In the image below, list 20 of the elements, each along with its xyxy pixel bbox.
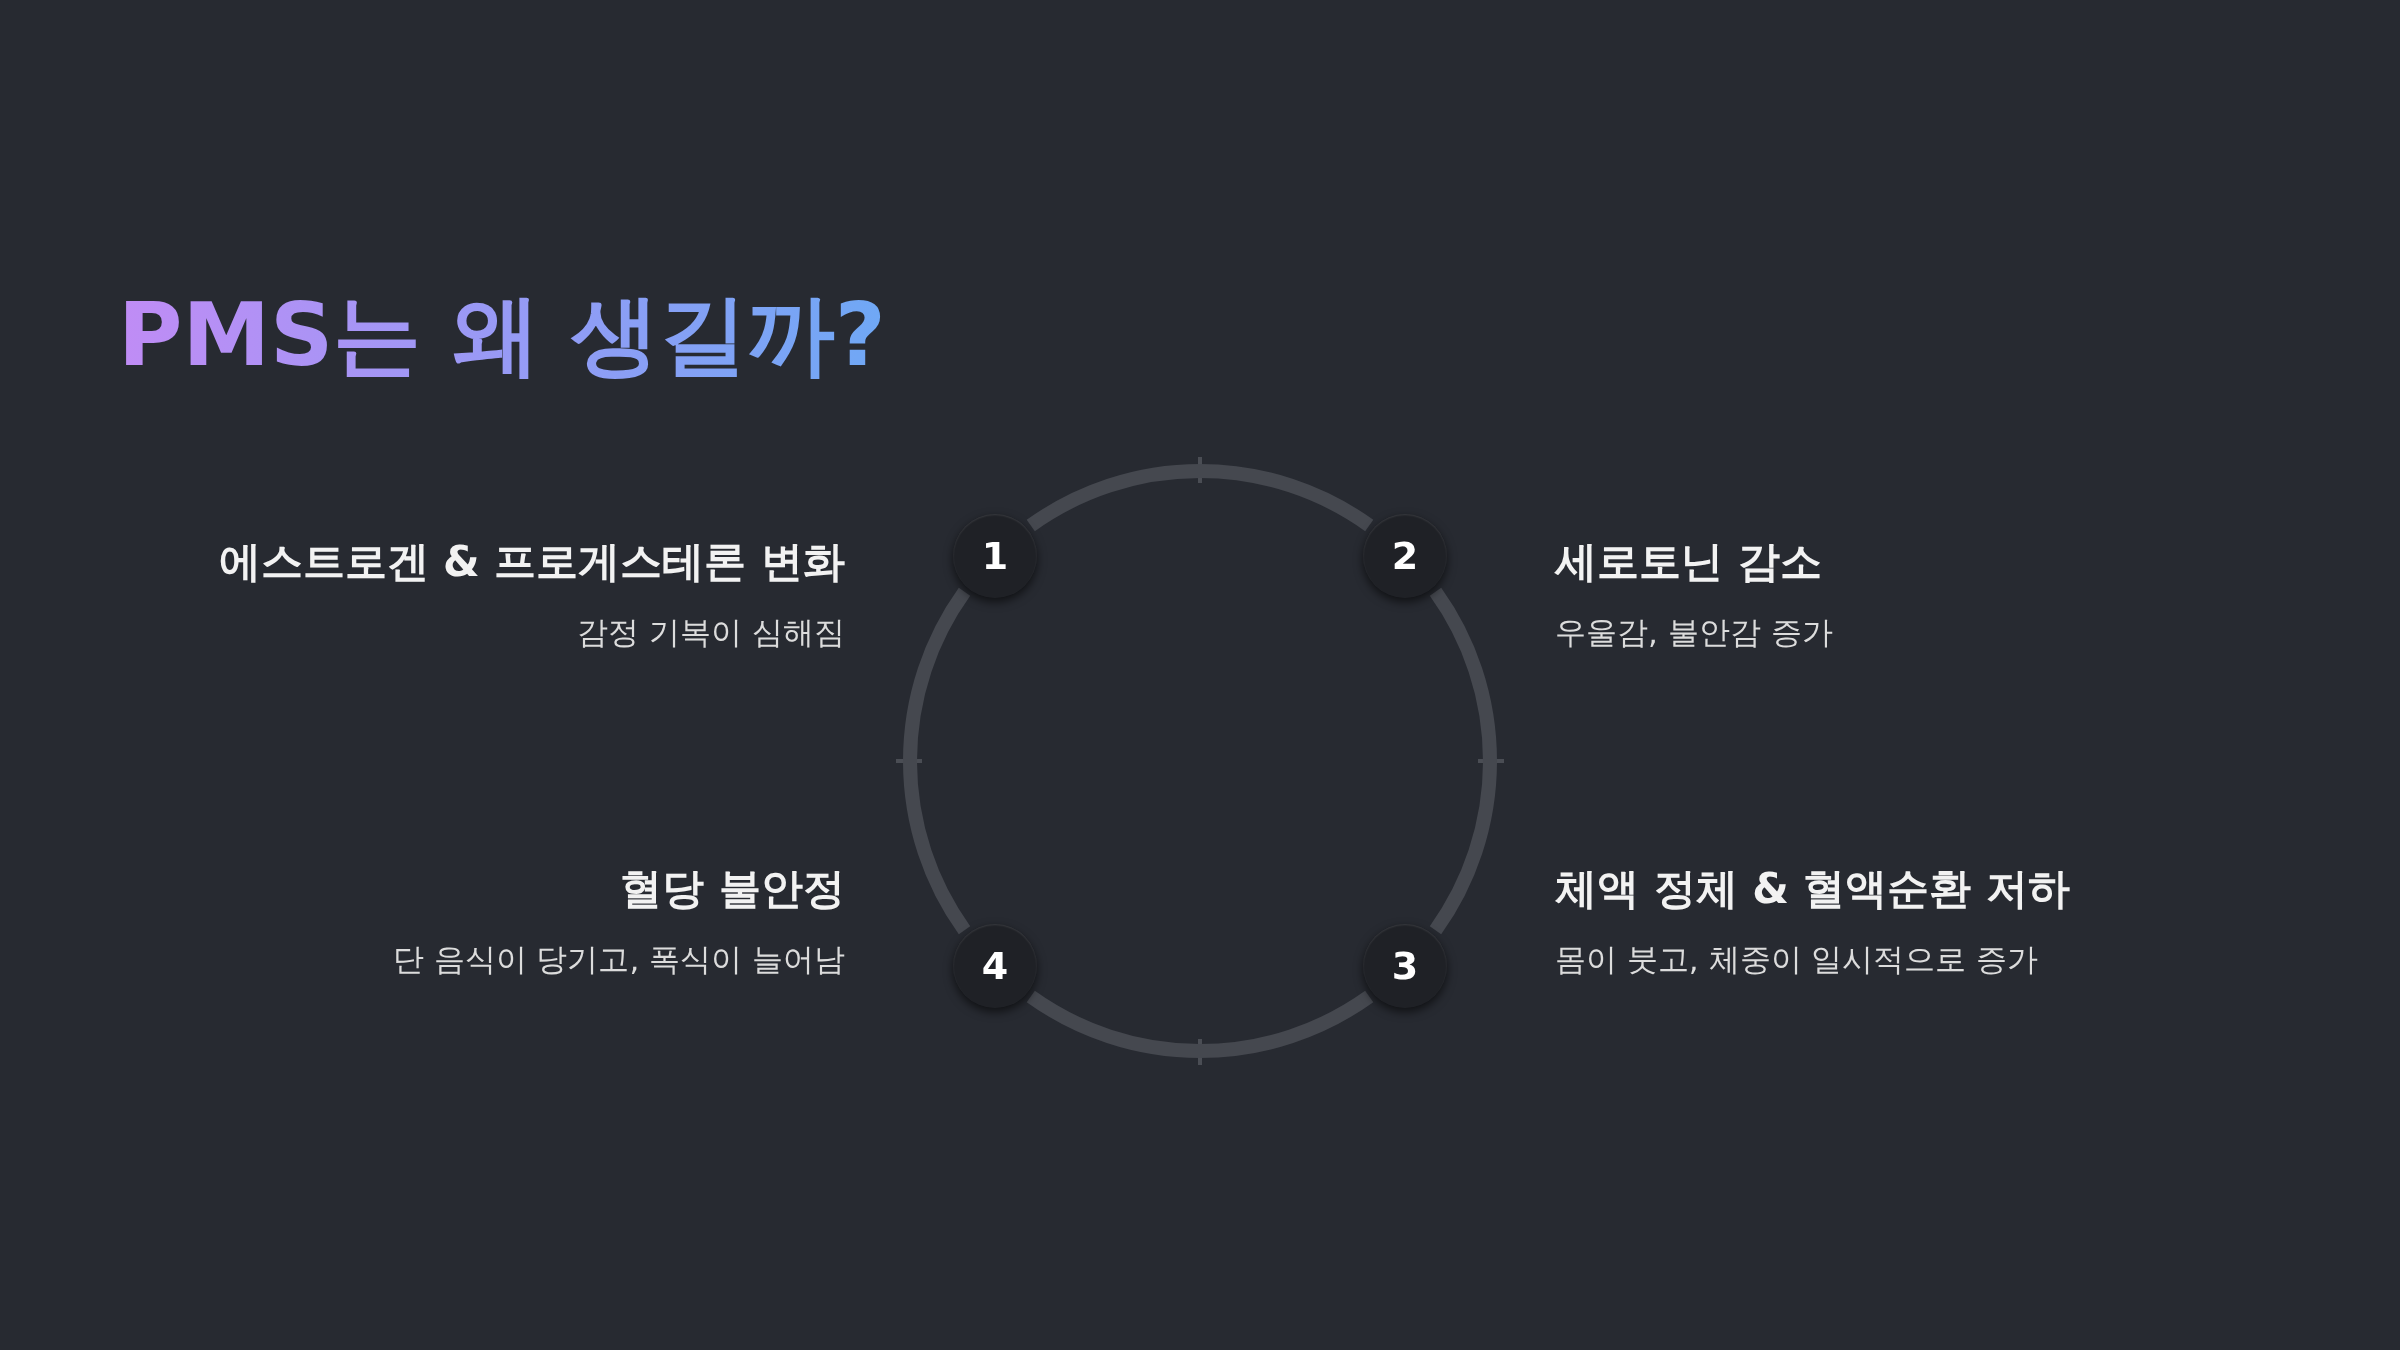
number-badge [952, 513, 1037, 598]
number-badge [1363, 513, 1448, 598]
step-number: 3 [1391, 944, 1419, 989]
step-heading: 세로토닌 감소 [1555, 536, 1823, 588]
step-number: 4 [981, 944, 1009, 989]
step-heading: 체액 정체 & 혈액순환 저하 [1555, 863, 2072, 915]
step-number: 1 [981, 533, 1009, 578]
step-description: 단 음식이 당기고, 폭식이 늘어남 [391, 939, 845, 979]
step-number: 2 [1391, 533, 1419, 578]
step-description: 우울감, 불안감 증가 [1555, 612, 1834, 652]
ring-arc [1027, 990, 1373, 1058]
number-badge [952, 924, 1037, 1009]
ring-arc [1429, 588, 1497, 934]
ring-arc [1027, 464, 1373, 532]
number-badge [1363, 924, 1448, 1009]
step-heading: 에스트로겐 & 프로게스테론 변화 [217, 536, 845, 588]
step-description: 감정 기복이 심해짐 [576, 612, 845, 652]
step-description: 몸이 붓고, 체중이 일시적으로 증가 [1555, 939, 2040, 979]
step-heading: 혈당 불안정 [619, 863, 845, 915]
ring-arc [903, 588, 971, 934]
